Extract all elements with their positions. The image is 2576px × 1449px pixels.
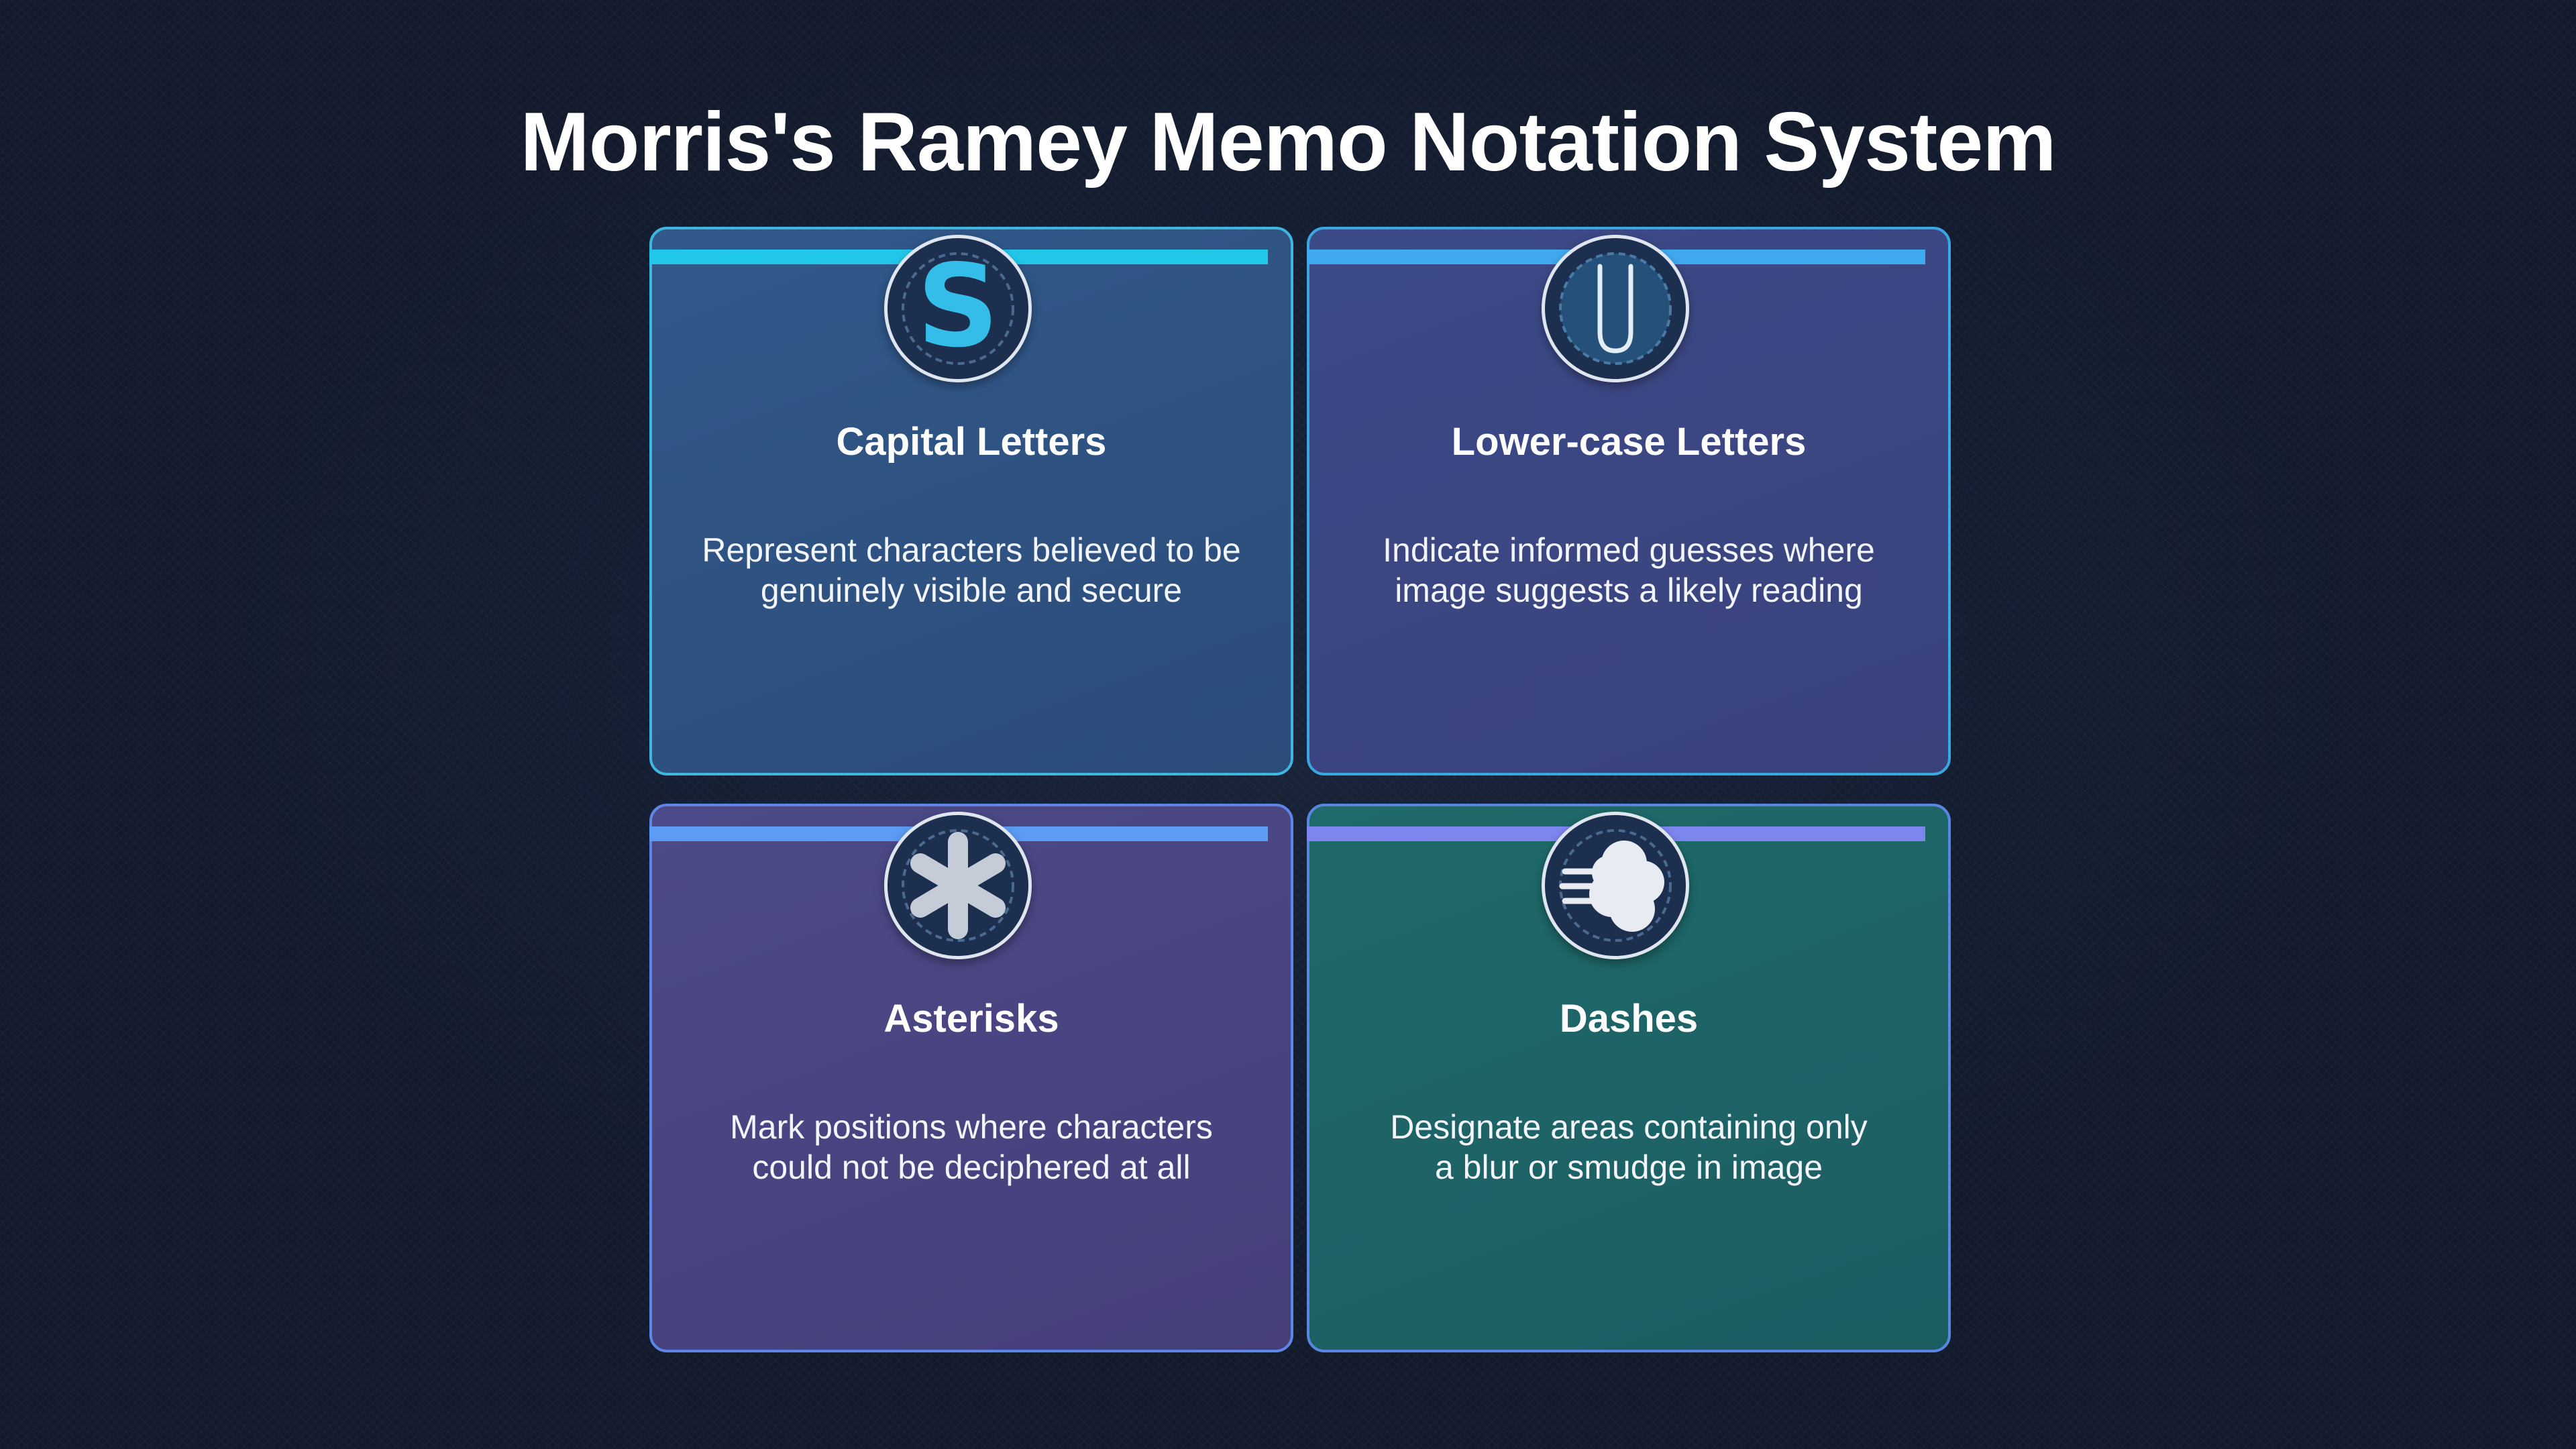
card-capital-letters: S Capital Letters Represent characters b…: [649, 227, 1293, 775]
card-description-line: image suggests a likely reading: [1395, 572, 1863, 609]
card-title: Capital Letters: [836, 420, 1107, 464]
card-description: Indicate informed guesses where image su…: [1347, 530, 1911, 610]
card-description: Designate areas containing only a blur o…: [1347, 1107, 1911, 1187]
card-description-line: Indicate informed guesses where: [1383, 531, 1875, 569]
card-description: Mark positions where characters could no…: [690, 1107, 1253, 1187]
svg-text:S: S: [917, 240, 999, 373]
card-lower-case-letters: Lower-case Letters Indicate informed gue…: [1307, 227, 1951, 775]
card-description-line: Designate areas containing only: [1390, 1108, 1868, 1146]
asterisk-icon: [884, 812, 1032, 959]
card-title: Lower-case Letters: [1451, 420, 1807, 464]
smudge-cloud-icon: [1542, 812, 1689, 959]
letter-u-icon: [1542, 235, 1689, 382]
card-description-line: could not be deciphered at all: [752, 1148, 1191, 1186]
card-description-line: genuinely visible and secure: [760, 572, 1183, 609]
card-description-line: Represent characters believed to be: [702, 531, 1241, 569]
letter-s-icon: S: [884, 235, 1032, 382]
card-description-line: a blur or smudge in image: [1434, 1148, 1823, 1186]
card-dashes: Dashes Designate areas containing only a…: [1307, 804, 1951, 1352]
card-description: Represent characters believed to be genu…: [690, 530, 1253, 610]
card-asterisks: Asterisks Mark positions where character…: [649, 804, 1293, 1352]
card-title: Asterisks: [883, 997, 1059, 1040]
page-title: Morris's Ramey Memo Notation System: [520, 96, 2056, 189]
card-description-line: Mark positions where characters: [730, 1108, 1213, 1146]
card-title: Dashes: [1559, 997, 1699, 1040]
